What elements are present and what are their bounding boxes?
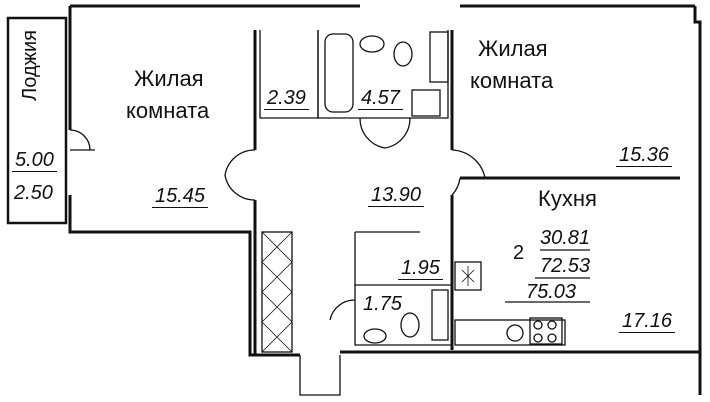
bathtub: [324, 33, 354, 113]
storage-area: 2.39: [264, 88, 309, 110]
stove: [529, 317, 563, 345]
summary-living-area: 30.81: [540, 227, 591, 249]
kitchen-sink: [506, 324, 524, 342]
door-living1: [224, 149, 256, 201]
loggia-door: [69, 129, 95, 151]
wc-toilet: [400, 312, 420, 338]
toilet: [393, 41, 413, 67]
wc-area: 1.75: [363, 293, 402, 315]
living2-name-line1: Жилая: [478, 36, 548, 61]
kitchen-name: Кухня: [538, 186, 597, 211]
hall-area: 13.90: [368, 185, 425, 207]
wc-basin: [363, 328, 387, 344]
summary-rooms-count: 2: [513, 242, 525, 264]
summary-total-with-loggia: 75.03: [526, 281, 577, 303]
wall-wc: [354, 285, 452, 346]
summary-total-area: 72.53: [540, 255, 591, 277]
bathroom-area: 4.57: [358, 88, 403, 110]
vent-shaft: [261, 231, 293, 353]
loggia-area-b: 2.50: [14, 182, 53, 204]
corridor-area: 1.95: [398, 258, 443, 280]
washbasin: [359, 35, 385, 53]
door-wc: [329, 299, 356, 321]
summary-lines: [505, 249, 590, 303]
kitchen-area: 17.16: [619, 311, 676, 333]
wc-boiler: [431, 289, 449, 341]
living1-name-line1: Жилая: [134, 66, 204, 91]
living1-name-line2: комната: [126, 98, 210, 123]
living2-name-line2: комната: [470, 68, 554, 93]
door-bath: [359, 117, 411, 149]
door-living2: [451, 149, 486, 196]
loggia-outline: [6, 16, 68, 225]
kitchen-counter: [454, 319, 566, 346]
washing-machine: [411, 89, 441, 117]
loggia-area-a: 5.00: [12, 150, 57, 172]
fridge: [454, 261, 482, 291]
outer-wall-right: [693, 6, 702, 395]
loggia-name: Лоджия: [19, 30, 41, 101]
living2-area: 15.36: [616, 145, 673, 167]
living1-area: 15.45: [152, 186, 209, 208]
door-entry: [299, 355, 341, 396]
outer-wall-left: [68, 6, 300, 357]
boiler: [429, 31, 449, 83]
